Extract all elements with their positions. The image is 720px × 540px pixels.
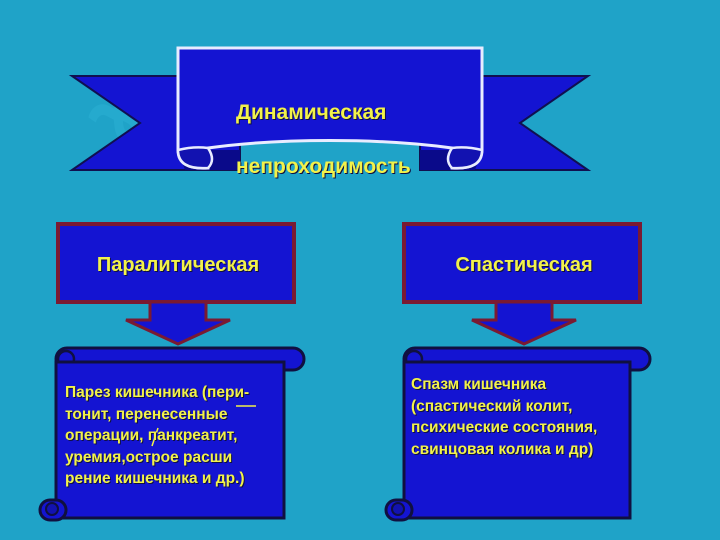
description-paralytic: Парез кишечника (пери- тонит, перенесенн… xyxy=(65,384,250,487)
ribbon-curl-left xyxy=(176,146,214,170)
description-spastic: Спазм кишечника (спастический колит, пси… xyxy=(411,376,598,458)
label-paralytic: Паралитическая xyxy=(96,254,260,276)
box-paralytic xyxy=(56,222,296,304)
title-line-1: Динамическая xyxy=(236,101,387,124)
label-spastic: Спастическая xyxy=(455,254,593,276)
arrow-down-left-icon xyxy=(125,300,231,346)
diagram-title: Динамическая непроходимость xyxy=(236,72,466,207)
pointer-line-2 xyxy=(151,427,159,447)
scroll-left xyxy=(38,346,306,522)
ribbon-curl-right xyxy=(446,146,484,170)
scroll-right xyxy=(384,346,652,522)
arrow-down-right-icon xyxy=(471,300,577,346)
title-line-2: непроходимость xyxy=(236,155,411,178)
title-ribbon xyxy=(68,46,592,171)
box-spastic xyxy=(402,222,642,304)
